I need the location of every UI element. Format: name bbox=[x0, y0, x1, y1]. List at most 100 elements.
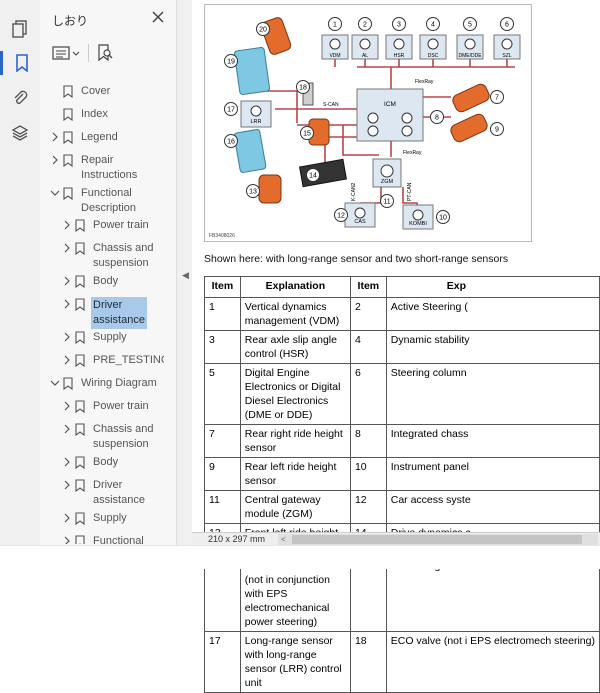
close-icon[interactable] bbox=[150, 9, 166, 25]
bookmark-item[interactable]: Power train bbox=[62, 399, 154, 429]
bookmark-icon bbox=[75, 331, 85, 344]
item-number-cell: 12 bbox=[349, 490, 387, 524]
chevron-right-icon[interactable] bbox=[62, 276, 72, 286]
bookmark-label: Driver assistance bbox=[91, 297, 147, 329]
callout-circle bbox=[380, 194, 394, 208]
bookmark-icon bbox=[75, 479, 85, 492]
figure-caption: Shown here: with long-range sensor and t… bbox=[204, 253, 509, 265]
toolbar-divider bbox=[88, 44, 89, 62]
bookmark-icon bbox=[63, 85, 73, 98]
flexray-top-label: FlexRay bbox=[415, 79, 434, 85]
callout-number: 4 bbox=[431, 22, 435, 29]
panel-title: しおり bbox=[52, 14, 89, 28]
chevron-right-icon[interactable] bbox=[62, 513, 72, 523]
explanation-cell: Vertical dynamics management (VDM) bbox=[239, 297, 351, 331]
horizontal-scrollbar-thumb[interactable] bbox=[292, 535, 582, 544]
item-number-cell: 6 bbox=[349, 363, 387, 425]
bookmark-label: Chassis and suspension bbox=[93, 423, 154, 450]
collapse-panel-icon[interactable]: ◀ bbox=[182, 270, 189, 280]
callout-circle bbox=[224, 54, 238, 68]
chevron-down-icon[interactable] bbox=[50, 378, 60, 388]
bookmarks-icon[interactable] bbox=[0, 51, 40, 75]
header-explanation-1: Explanation bbox=[239, 276, 351, 298]
chevron-down-icon[interactable] bbox=[50, 188, 60, 198]
bookmark-item[interactable]: Chassis and suspension bbox=[62, 241, 154, 271]
chevron-right-icon[interactable] bbox=[62, 299, 72, 309]
callout-circle bbox=[334, 208, 348, 222]
bookmark-item[interactable]: Repair Instructions bbox=[50, 153, 154, 183]
callout-circle bbox=[256, 22, 270, 36]
panel-splitter[interactable]: ◀ bbox=[176, 0, 193, 545]
callout-circle bbox=[224, 102, 238, 116]
item-number-cell: 5 bbox=[204, 363, 241, 425]
callout-number: 12 bbox=[337, 213, 345, 220]
chevron-right-icon[interactable] bbox=[50, 132, 60, 142]
bookmark-item[interactable]: Supply bbox=[62, 511, 154, 541]
chevron-right-icon[interactable] bbox=[50, 155, 60, 165]
bookmark-item[interactable]: Chassis and suspension bbox=[62, 422, 154, 452]
flexray-mid-label: FlexRay bbox=[403, 150, 422, 156]
pages-icon[interactable] bbox=[8, 17, 32, 41]
explanation-cell: Active Steering ( bbox=[385, 297, 600, 331]
bookmark-item[interactable]: PRE_TESTING bbox=[62, 353, 164, 383]
explanation-cell: Digital Engine Electronics or Digital Di… bbox=[239, 363, 351, 425]
chevron-right-icon[interactable] bbox=[62, 220, 72, 230]
bookmark-label: Body bbox=[93, 456, 119, 468]
options-menu-button[interactable] bbox=[52, 42, 82, 64]
attachments-icon[interactable] bbox=[8, 86, 32, 110]
item-number-cell: 1 bbox=[204, 297, 241, 331]
bookmark-item[interactable]: Functional Description bbox=[50, 186, 154, 216]
gauge-icon bbox=[393, 38, 405, 50]
bookmark-item[interactable]: Body bbox=[62, 455, 154, 485]
chevron-right-icon[interactable] bbox=[62, 401, 72, 411]
bookmark-label: Functional Description bbox=[81, 187, 137, 214]
callout-circle bbox=[224, 134, 238, 148]
bookmark-label: Chassis and suspension bbox=[93, 242, 154, 269]
bookmark-label: Index bbox=[81, 108, 108, 120]
bookmark-item[interactable]: Driver assistance bbox=[62, 478, 154, 508]
active-tab-indicator bbox=[0, 51, 3, 75]
chevron-right-icon[interactable] bbox=[62, 424, 72, 434]
bookmark-item[interactable]: Wiring Diagram bbox=[50, 376, 157, 406]
callout-circle bbox=[430, 110, 444, 124]
item-number-cell: 10 bbox=[349, 457, 387, 491]
bookmark-item[interactable]: Cover bbox=[50, 84, 154, 114]
scan-label: S-CAN bbox=[323, 102, 339, 108]
explanation-cell: Car access syste bbox=[385, 490, 600, 524]
kcan2-label: K-CAN2 bbox=[351, 182, 357, 201]
chevron-right-icon[interactable] bbox=[62, 243, 72, 253]
gauge-icon bbox=[501, 38, 513, 50]
item-number-cell: 11 bbox=[204, 490, 241, 524]
gauge-icon bbox=[427, 38, 439, 50]
gauge-icon bbox=[359, 38, 371, 50]
chevron-right-icon[interactable] bbox=[62, 332, 72, 342]
bookmark-item[interactable]: Supply bbox=[62, 330, 154, 360]
horizontal-scrollbar[interactable]: < bbox=[278, 534, 598, 545]
bookmark-icon bbox=[75, 423, 85, 436]
callout-circle bbox=[306, 168, 320, 182]
bookmark-item[interactable]: Functional bbox=[62, 534, 154, 544]
chevron-right-icon[interactable] bbox=[62, 457, 72, 467]
callout-circle bbox=[436, 210, 450, 224]
chevron-right-icon[interactable] bbox=[62, 536, 72, 544]
chevron-right-icon[interactable] bbox=[62, 480, 72, 490]
layers-icon[interactable] bbox=[8, 121, 32, 145]
callout-circle bbox=[490, 122, 504, 136]
scroll-left-icon[interactable]: < bbox=[281, 535, 286, 544]
chevron-right-icon[interactable] bbox=[62, 355, 72, 365]
callout-number: 11 bbox=[383, 199, 390, 206]
bookmark-item[interactable]: Power train bbox=[62, 218, 154, 248]
bookmark-item[interactable]: Driver assistance bbox=[62, 297, 154, 329]
bookmark-item[interactable]: Index bbox=[50, 107, 154, 137]
bookmark-item[interactable]: Legend bbox=[50, 130, 154, 160]
bookmark-item[interactable]: Body bbox=[62, 274, 154, 304]
find-bookmark-icon[interactable] bbox=[96, 42, 114, 64]
callout-circle bbox=[500, 17, 514, 31]
bookmark-label: Supply bbox=[93, 512, 127, 524]
